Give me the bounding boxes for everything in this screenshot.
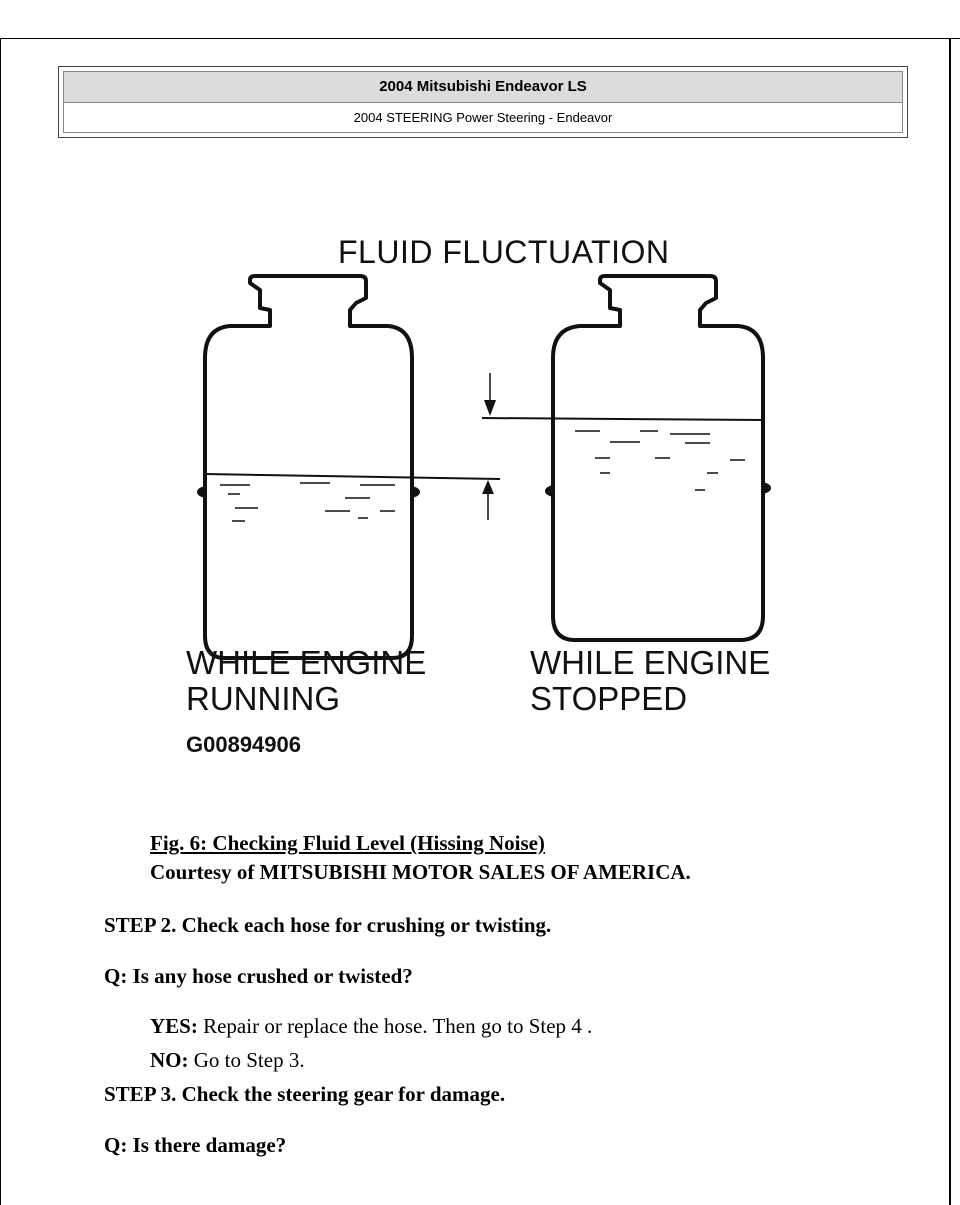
question-2: Q: Is any hose crushed or twisted? bbox=[104, 964, 413, 988]
answer-no: NO: Go to Step 3. bbox=[150, 1048, 305, 1073]
page-border-right bbox=[949, 38, 951, 1205]
right-reservoir-outline bbox=[551, 274, 765, 642]
left-reservoir-outline bbox=[203, 274, 414, 660]
yes-label: YES: bbox=[150, 1014, 198, 1038]
right-fluid-texture bbox=[575, 430, 745, 491]
yes-text: Repair or replace the hose. Then go to S… bbox=[197, 1014, 593, 1038]
figure-courtesy: Courtesy of MITSUBISHI MOTOR SALES OF AM… bbox=[150, 860, 691, 884]
reservoir-illustration bbox=[197, 274, 771, 660]
no-text: Go to Step 3. bbox=[188, 1048, 305, 1072]
header-vehicle-title: 2004 Mitsubishi Endeavor LS bbox=[64, 72, 902, 103]
page-border-top bbox=[0, 38, 960, 39]
answer-yes: YES: Repair or replace the hose. Then go… bbox=[150, 1014, 592, 1039]
step-2-heading: STEP 2. Check each hose for crushing or … bbox=[104, 913, 552, 937]
step-3-heading: STEP 3. Check the steering gear for dama… bbox=[104, 1082, 506, 1106]
right-label-line1: WHILE ENGINE bbox=[530, 644, 771, 681]
figure-title: FLUID FLUCTUATION bbox=[338, 234, 670, 270]
header-inner: 2004 Mitsubishi Endeavor LS 2004 STEERIN… bbox=[63, 71, 903, 133]
right-label-line2: STOPPED bbox=[530, 680, 688, 717]
left-label-line1: WHILE ENGINE bbox=[186, 644, 427, 681]
header-section-title: 2004 STEERING Power Steering - Endeavor bbox=[353, 110, 613, 125]
no-label: NO: bbox=[150, 1048, 189, 1072]
right-fluid-level-line bbox=[481, 417, 764, 421]
left-fluid-texture bbox=[220, 482, 395, 522]
lower-arrow-head bbox=[482, 480, 494, 494]
fluid-fluctuation-figure: FLUID FLUCTUATION WHILE ENGINE RUNNING W… bbox=[180, 228, 800, 788]
upper-arrow-head bbox=[484, 400, 496, 416]
left-label-line2: RUNNING bbox=[186, 680, 340, 717]
left-fluid-level-line bbox=[204, 473, 501, 480]
figure-id: G00894906 bbox=[186, 732, 301, 757]
figure-caption: Fig. 6: Checking Fluid Level (Hissing No… bbox=[150, 831, 545, 855]
question-3: Q: Is there damage? bbox=[104, 1133, 287, 1157]
page-border-left bbox=[0, 38, 1, 1205]
document-header: 2004 Mitsubishi Endeavor LS 2004 STEERIN… bbox=[58, 66, 908, 138]
